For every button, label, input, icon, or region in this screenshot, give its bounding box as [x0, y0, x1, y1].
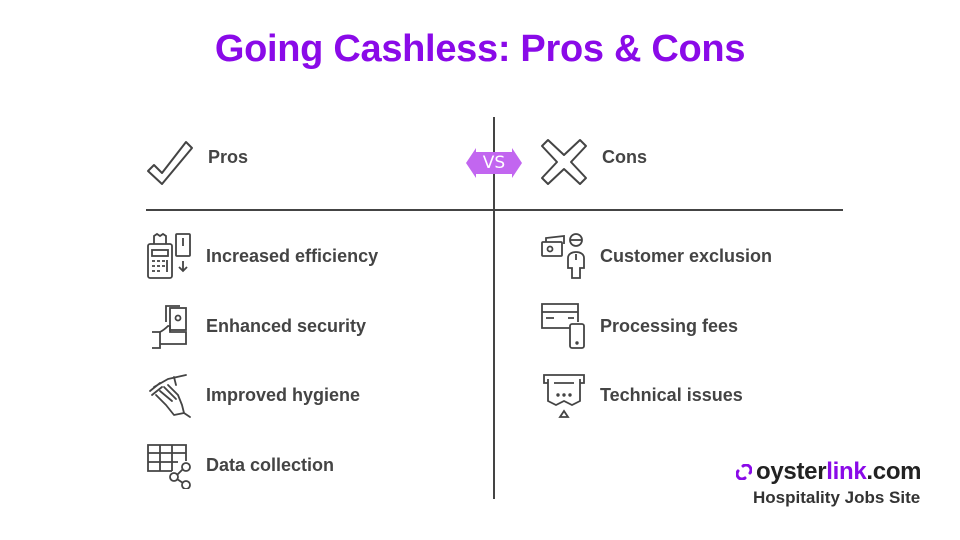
pros-item-label: Increased efficiency — [206, 245, 379, 266]
cons-item-label: Processing fees — [600, 315, 739, 336]
vs-badge: VS — [466, 144, 522, 182]
page-title: Going Cashless: Pros & Cons — [214, 28, 746, 70]
brand-prefix: oyster — [756, 458, 827, 485]
receipt-printer-icon — [540, 371, 588, 419]
cons-item: Processing fees — [540, 302, 738, 350]
vs-label: VS — [482, 153, 506, 173]
pros-item-label: Data collection — [206, 454, 335, 475]
pros-item: Data collection — [146, 441, 334, 489]
cons-item: Technical issues — [540, 371, 743, 419]
pros-item-label: Enhanced security — [206, 315, 367, 336]
brand-mark-icon — [736, 464, 752, 480]
card-phone-icon — [540, 302, 588, 350]
pros-heading: Pros — [146, 138, 248, 186]
cross-icon — [541, 139, 587, 185]
horizontal-divider — [146, 209, 843, 211]
pros-item: Enhanced security — [146, 302, 366, 350]
washing-hands-icon — [146, 371, 194, 419]
table-share-icon — [146, 441, 194, 489]
brand-accent: link — [826, 458, 867, 485]
pros-heading-label: Pros — [208, 146, 249, 167]
pros-item: Increased efficiency — [146, 232, 378, 280]
cons-heading: Cons — [540, 138, 647, 186]
payment-terminal-icon — [146, 232, 194, 280]
brand-tagline: Hospitality Jobs Site — [753, 488, 921, 507]
double-arrow-icon — [466, 148, 522, 178]
checkmark-icon — [147, 141, 193, 185]
cons-item: Customer exclusion — [540, 232, 772, 280]
brand-suffix: .com — [866, 458, 922, 485]
cons-item-label: Technical issues — [600, 384, 743, 405]
pros-item-label: Improved hygiene — [206, 384, 361, 405]
hand-cash-icon — [146, 302, 194, 350]
cons-item-label: Customer exclusion — [600, 245, 773, 266]
cons-heading-label: Cons — [602, 146, 647, 167]
pros-item: Improved hygiene — [146, 371, 360, 419]
cash-person-icon — [540, 232, 588, 280]
vertical-divider — [493, 117, 495, 499]
